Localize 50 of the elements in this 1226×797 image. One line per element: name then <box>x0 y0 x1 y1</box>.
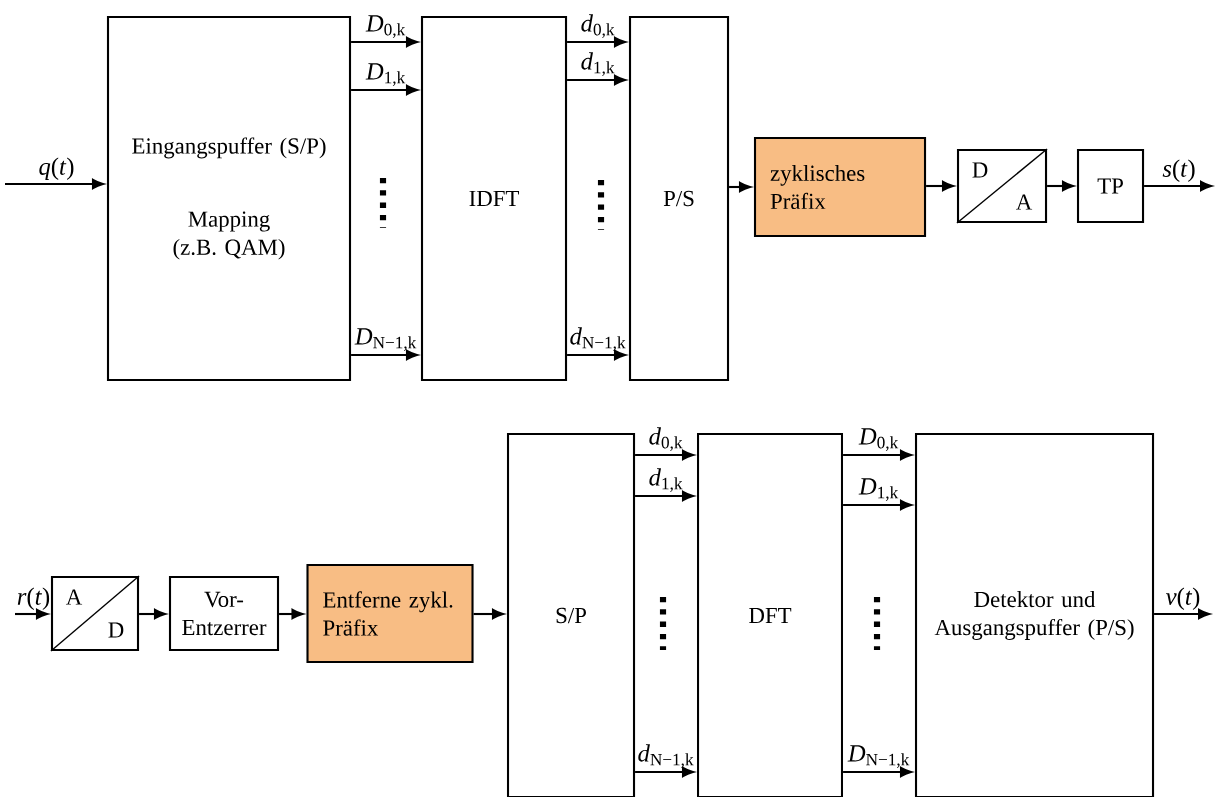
arrow <box>139 608 166 620</box>
converter-box: A D <box>50 575 140 652</box>
arrow <box>567 36 626 48</box>
edge-label: d$_{1,k}$ <box>649 468 683 492</box>
arrow <box>635 766 694 778</box>
arrow <box>351 84 418 96</box>
edge-label: d$_{1,k}$ <box>581 52 615 76</box>
arrow <box>843 449 912 461</box>
edge-label: D$_{1,k}$ <box>365 63 406 86</box>
process-box: Entferne zykl. Präfix <box>306 563 474 664</box>
edge-label: D$_{0,k}$ <box>365 15 406 38</box>
arrow <box>843 499 912 511</box>
edge-label: d$_{N−1,k}$ <box>570 327 626 351</box>
edge-label: D$_{N−1,k}$ <box>847 745 910 768</box>
arrow <box>843 766 912 778</box>
edge-label: r(t) <box>17 587 50 610</box>
edge-label: v(t) <box>1166 587 1200 610</box>
edge-label: s(t) <box>1162 159 1195 182</box>
arrow <box>926 180 954 192</box>
arrow <box>473 608 504 620</box>
arrow <box>1154 608 1210 620</box>
process-box: S/P <box>506 432 636 797</box>
edge-label: D$_{N−1,k}$ <box>354 328 417 351</box>
process-box: zyklisches Präfix <box>753 136 927 238</box>
arrow <box>1144 180 1212 192</box>
process-box: Eingangspuffer (S/P) Mapping (z.B. QAM) <box>106 15 352 382</box>
arrow <box>635 490 694 502</box>
arrow <box>5 178 104 190</box>
process-box: TP <box>1076 148 1145 224</box>
arrow <box>567 74 626 86</box>
edge-label: D$_{1,k}$ <box>858 478 899 501</box>
arrow <box>351 349 418 361</box>
edge-label: d$_{0,k}$ <box>649 427 683 451</box>
edge-label: q(t) <box>39 157 74 180</box>
arrow <box>635 449 694 461</box>
arrow <box>729 181 751 193</box>
process-box: DFT <box>696 432 844 797</box>
edge-label: d$_{0,k}$ <box>581 14 615 38</box>
arrow <box>567 349 626 361</box>
edge-label: d$_{N−1,k}$ <box>638 744 694 768</box>
process-box: P/S <box>628 15 730 382</box>
process-box: Detektor und Ausgangspuffer (P/S) <box>914 432 1155 797</box>
converter-box: D A <box>956 148 1048 224</box>
arrow <box>351 36 418 48</box>
arrow <box>279 608 304 620</box>
edge-label: D$_{0,k}$ <box>858 428 899 451</box>
process-box: Vor- Entzerrer <box>168 575 280 652</box>
process-box: IDFT <box>420 15 568 382</box>
arrow <box>1047 180 1074 192</box>
arrow <box>15 608 48 620</box>
